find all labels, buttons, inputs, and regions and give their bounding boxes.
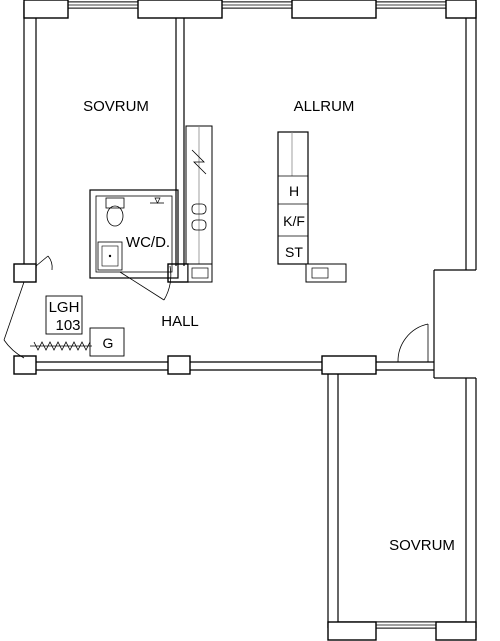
pillars [13, 0, 477, 641]
interior-walls [89, 18, 185, 279]
kitchen-counter [185, 125, 213, 283]
wc-fixtures [97, 197, 164, 271]
wardrobe [30, 295, 125, 357]
fixture-label-hob: H [289, 183, 299, 199]
outer-walls [23, 1, 477, 629]
fixture-label-g: G [103, 335, 114, 351]
windows-top [67, 1, 447, 629]
room-label-hall: HALL [161, 313, 199, 330]
apartment-label: LGH [49, 299, 80, 316]
room-label-living-room: ALLRUM [294, 98, 355, 115]
fixture-label-storage: ST [285, 244, 303, 260]
room-label-bedroom-1: SOVRUM [83, 98, 149, 115]
kitchen-island [277, 131, 347, 283]
doors [3, 255, 429, 363]
fixture-label-fridge-freezer: K/F [283, 213, 305, 229]
apartment-number: 103 [55, 317, 80, 334]
room-label-wc: WC/D. [126, 234, 170, 251]
room-label-bedroom-2: SOVRUM [389, 537, 455, 554]
